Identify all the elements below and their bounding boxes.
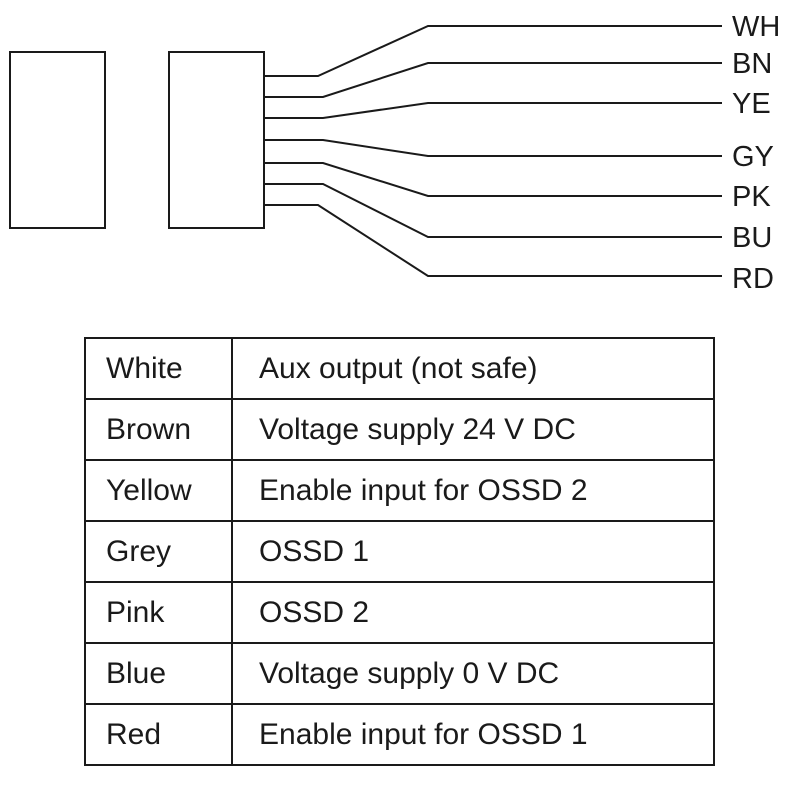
wire-color-cell: White	[84, 337, 233, 400]
wire-function-cell: OSSD 2	[231, 581, 715, 644]
wire-ye	[264, 102, 722, 119]
connector-block	[168, 51, 265, 229]
wire-function-cell: OSSD 1	[231, 520, 715, 583]
wire-function-cell: Enable input for OSSD 1	[231, 703, 715, 766]
wire-code-ye: YE	[732, 88, 771, 120]
wiring-diagram: WH BN YE GY PK BU RD	[9, 11, 780, 295]
wire-code-wh: WH	[732, 11, 780, 43]
wire-color-cell: Red	[84, 703, 233, 766]
wire-gy	[264, 139, 722, 157]
wire-code-bu: BU	[732, 222, 772, 254]
wire-color-cell: Brown	[84, 398, 233, 461]
table-row: White Aux output (not safe)	[84, 337, 715, 400]
table-row: Yellow Enable input for OSSD 2	[84, 459, 715, 522]
table-row: Blue Voltage supply 0 V DC	[84, 642, 715, 705]
wire-function-cell: Voltage supply 0 V DC	[231, 642, 715, 705]
wire-code-bn: BN	[732, 48, 772, 80]
table-row: Red Enable input for OSSD 1	[84, 703, 715, 766]
table-row: Grey OSSD 1	[84, 520, 715, 583]
wire-code-gy: GY	[732, 141, 774, 173]
wire-rd	[264, 204, 722, 277]
wire-pk	[264, 162, 722, 197]
wire-assignment-table: White Aux output (not safe) Brown Voltag…	[84, 337, 715, 766]
wire-code-rd: RD	[732, 263, 774, 295]
wire-color-cell: Pink	[84, 581, 233, 644]
wire-color-cell: Blue	[84, 642, 233, 705]
table-row: Brown Voltage supply 24 V DC	[84, 398, 715, 461]
wire-color-cell: Yellow	[84, 459, 233, 522]
wire-function-cell: Aux output (not safe)	[231, 337, 715, 400]
wire-function-cell: Enable input for OSSD 2	[231, 459, 715, 522]
wire-bn	[264, 62, 722, 98]
wire-wh	[264, 25, 722, 77]
wire-function-cell: Voltage supply 24 V DC	[231, 398, 715, 461]
wire-color-cell: Grey	[84, 520, 233, 583]
wire-bu	[264, 183, 722, 238]
wire-code-pk: PK	[732, 181, 771, 213]
table-row: Pink OSSD 2	[84, 581, 715, 644]
sensor-housing-left	[9, 51, 106, 229]
